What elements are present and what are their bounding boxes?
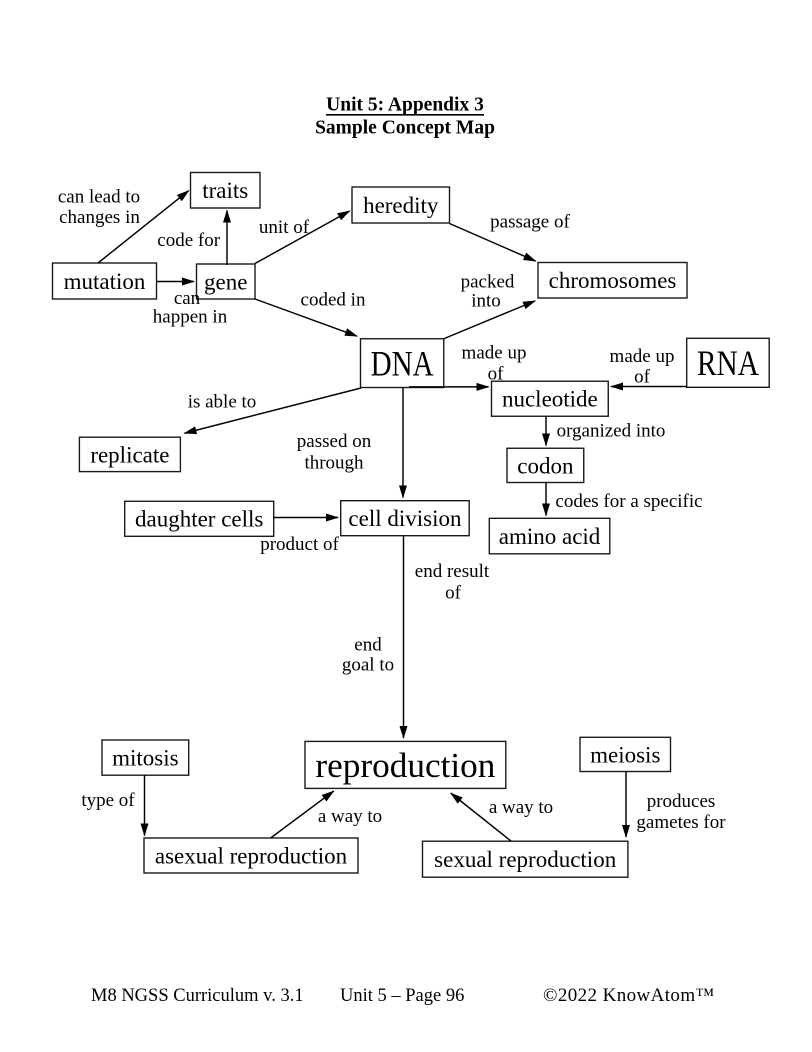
svg-text:made up: made up bbox=[462, 343, 527, 364]
svg-text:passage of: passage of bbox=[490, 212, 570, 233]
svg-text:made up: made up bbox=[610, 346, 675, 367]
svg-text:organized into: organized into bbox=[557, 421, 666, 442]
svg-text:reproduction: reproduction bbox=[315, 746, 495, 785]
svg-text:product of: product of bbox=[260, 534, 339, 555]
svg-text:changes in: changes in bbox=[59, 207, 140, 228]
svg-text:can: can bbox=[174, 288, 201, 309]
svg-text:sexual reproduction: sexual reproduction bbox=[434, 847, 617, 872]
svg-text:M8 NGSS Curriculum v. 3.1: M8 NGSS Curriculum v. 3.1 bbox=[91, 986, 304, 1006]
svg-text:packed: packed bbox=[461, 272, 515, 293]
svg-text:©2022 KnowAtom™: ©2022 KnowAtom™ bbox=[543, 985, 715, 1006]
svg-text:codon: codon bbox=[517, 453, 574, 478]
svg-text:coded in: coded in bbox=[301, 290, 366, 311]
svg-text:replicate: replicate bbox=[90, 442, 169, 467]
svg-text:cell division: cell division bbox=[348, 506, 462, 531]
svg-text:traits: traits bbox=[202, 178, 248, 203]
svg-text:a way to: a way to bbox=[318, 806, 382, 827]
svg-text:through: through bbox=[304, 453, 364, 474]
svg-text:type of: type of bbox=[81, 790, 135, 811]
svg-text:heredity: heredity bbox=[363, 193, 439, 218]
svg-text:goal to: goal to bbox=[342, 655, 394, 676]
svg-text:amino acid: amino acid bbox=[499, 524, 601, 549]
svg-text:meiosis: meiosis bbox=[590, 742, 660, 767]
svg-text:end: end bbox=[354, 635, 382, 656]
svg-text:asexual reproduction: asexual reproduction bbox=[155, 843, 348, 868]
svg-text:Unit 5 – Page 96: Unit 5 – Page 96 bbox=[340, 986, 464, 1006]
svg-text:daughter cells: daughter cells bbox=[135, 507, 263, 532]
svg-text:of: of bbox=[634, 367, 651, 388]
svg-text:Unit 5: Appendix 3: Unit 5: Appendix 3 bbox=[326, 95, 484, 116]
svg-text:code for: code for bbox=[157, 230, 220, 251]
svg-text:codes for a specific: codes for a specific bbox=[555, 491, 702, 512]
svg-text:can lead to: can lead to bbox=[58, 187, 140, 208]
svg-text:a way to: a way to bbox=[489, 797, 553, 818]
svg-text:happen in: happen in bbox=[153, 307, 228, 328]
svg-text:of: of bbox=[488, 364, 505, 385]
svg-text:DNA: DNA bbox=[371, 344, 434, 384]
svg-text:gene: gene bbox=[204, 269, 247, 294]
svg-text:passed on: passed on bbox=[297, 431, 372, 452]
svg-text:chromosomes: chromosomes bbox=[549, 268, 677, 293]
svg-text:mutation: mutation bbox=[64, 269, 146, 294]
svg-text:Sample Concept Map: Sample Concept Map bbox=[315, 118, 495, 139]
svg-text:mitosis: mitosis bbox=[112, 746, 179, 771]
svg-text:into: into bbox=[471, 291, 501, 312]
svg-text:RNA: RNA bbox=[697, 343, 759, 383]
svg-text:produces: produces bbox=[647, 791, 716, 812]
svg-text:gametes for: gametes for bbox=[636, 812, 726, 833]
svg-text:is able to: is able to bbox=[188, 392, 257, 413]
svg-text:unit of: unit of bbox=[259, 217, 310, 238]
svg-text:end result: end result bbox=[415, 561, 490, 582]
svg-text:nucleotide: nucleotide bbox=[502, 387, 598, 412]
svg-text:of: of bbox=[445, 583, 462, 604]
